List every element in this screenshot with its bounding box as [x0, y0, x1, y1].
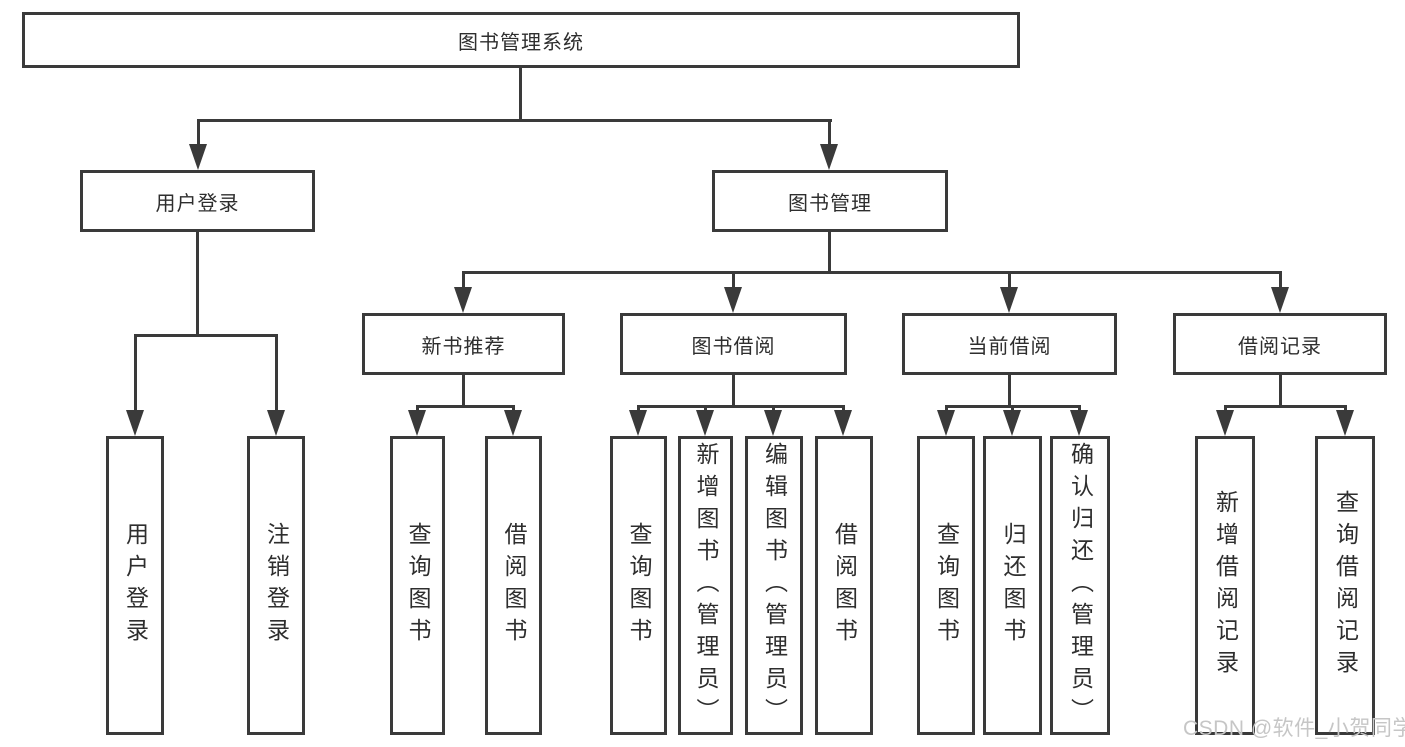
connector-line — [1008, 271, 1011, 289]
node-label: 借阅记录 — [1238, 335, 1322, 358]
arrow-down-icon — [696, 410, 714, 436]
node-label: 当前借阅 — [967, 335, 1052, 358]
leaf-add-borrow-record: 新增借阅记录 — [1195, 436, 1255, 735]
connector-line — [828, 119, 831, 149]
connector-line — [732, 271, 735, 289]
node-label: 新增图书（管理员） — [693, 441, 719, 730]
leaf-return-books: 归还图书 — [983, 436, 1042, 735]
arrow-down-icon — [504, 410, 522, 436]
arrow-down-icon — [1271, 287, 1289, 313]
node-book-management: 图书管理 — [712, 170, 948, 232]
node-label: 新书推荐 — [421, 335, 506, 358]
leaf-edit-books-admin: 编辑图书（管理员） — [745, 436, 803, 735]
node-label: 图书借阅 — [691, 335, 776, 358]
leaf-logout: 注销登录 — [247, 436, 305, 735]
connector-line — [637, 405, 845, 408]
connector-line — [416, 405, 419, 413]
node-label: 确认归还（管理员） — [1067, 441, 1094, 730]
connector-line — [828, 232, 831, 274]
node-label: 查询图书 — [405, 521, 431, 650]
arrow-down-icon — [267, 410, 285, 436]
leaf-query-books-borrowing: 查询图书 — [610, 436, 667, 735]
arrow-down-icon — [408, 410, 426, 436]
arrow-down-icon — [820, 144, 838, 170]
arrow-down-icon — [724, 287, 742, 313]
node-label: 编辑图书（管理员） — [761, 441, 788, 730]
connector-line — [772, 405, 775, 413]
connector-line — [197, 119, 832, 122]
connector-line — [462, 375, 465, 408]
connector-line — [134, 334, 137, 412]
leaf-borrow-books-recommend: 借阅图书 — [485, 436, 542, 735]
node-label: 用户登录 — [122, 521, 149, 650]
node-label: 图书管理系统 — [458, 31, 584, 54]
connector-line — [704, 405, 707, 413]
leaf-query-borrow-record: 查询借阅记录 — [1315, 436, 1375, 735]
connector-line — [1344, 405, 1347, 413]
arrow-down-icon — [1000, 287, 1018, 313]
arrow-down-icon — [764, 410, 782, 436]
node-book-borrowing: 图书借阅 — [620, 313, 847, 375]
connector-line — [1279, 271, 1282, 289]
arrow-down-icon — [1070, 410, 1088, 436]
node-label: 借阅图书 — [831, 521, 858, 650]
arrow-down-icon — [126, 410, 144, 436]
arrow-down-icon — [1336, 410, 1354, 436]
node-label: 查询图书 — [626, 521, 652, 650]
leaf-query-books-recommend: 查询图书 — [390, 436, 445, 735]
node-label: 用户登录 — [155, 192, 240, 215]
connector-line — [197, 119, 200, 149]
connector-line — [732, 375, 735, 408]
leaf-add-books-admin: 新增图书（管理员） — [678, 436, 733, 735]
leaf-borrow-books: 借阅图书 — [815, 436, 873, 735]
leaf-user-login: 用户登录 — [106, 436, 164, 735]
node-label: 图书管理 — [788, 192, 872, 215]
arrow-down-icon — [834, 410, 852, 436]
arrow-down-icon — [189, 144, 207, 170]
node-new-book-recommend: 新书推荐 — [362, 313, 565, 375]
arrow-down-icon — [1216, 410, 1234, 436]
node-borrowing-records: 借阅记录 — [1173, 313, 1387, 375]
leaf-confirm-return-admin: 确认归还（管理员） — [1050, 436, 1110, 735]
node-current-borrowing: 当前借阅 — [902, 313, 1117, 375]
node-label: 新增借阅记录 — [1212, 489, 1239, 682]
node-label: 查询图书 — [933, 521, 960, 650]
connector-line — [134, 334, 278, 337]
node-label: 归还图书 — [1000, 521, 1026, 650]
connector-line — [1279, 375, 1282, 408]
connector-line — [512, 405, 515, 413]
node-label: 查询借阅记录 — [1332, 489, 1359, 682]
connector-line — [842, 405, 845, 413]
connector-line — [519, 68, 522, 121]
node-user-login: 用户登录 — [80, 170, 315, 232]
connector-line — [1008, 375, 1011, 408]
connector-line — [1011, 405, 1014, 413]
connector-line — [463, 271, 1281, 274]
node-label: 借阅图书 — [501, 521, 527, 650]
arrow-down-icon — [454, 287, 472, 313]
arrow-down-icon — [629, 410, 647, 436]
connector-line — [196, 232, 199, 337]
connector-line — [275, 334, 278, 412]
node-library-system: 图书管理系统 — [22, 12, 1020, 68]
node-label: 注销登录 — [263, 521, 290, 650]
connector-line — [1078, 405, 1081, 413]
csdn-watermark: CSDN @软件_小贺同学 — [1183, 717, 1405, 740]
leaf-query-books-current: 查询图书 — [917, 436, 975, 735]
connector-line — [416, 405, 514, 408]
connector-line — [945, 405, 948, 413]
connector-line — [1224, 405, 1346, 408]
arrow-down-icon — [937, 410, 955, 436]
connector-line — [462, 271, 465, 289]
connector-line — [1224, 405, 1227, 413]
connector-line — [637, 405, 640, 413]
arrow-down-icon — [1003, 410, 1021, 436]
